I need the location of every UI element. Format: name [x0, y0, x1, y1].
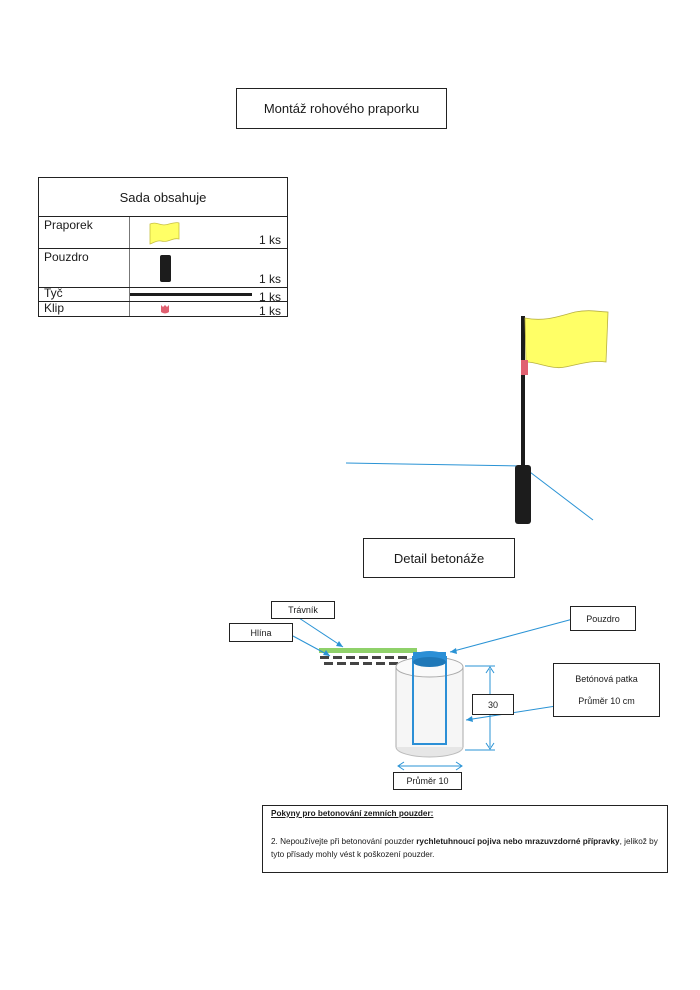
kit-item-qty: 1 ks	[258, 304, 281, 318]
kit-row-divider	[129, 217, 130, 248]
instructions-text-after: , jelikož by tyto přísady mohly vést k p…	[271, 837, 658, 859]
grass-layer	[319, 648, 417, 653]
page-title: Montáž rohového praporku	[236, 88, 447, 129]
kit-item-qty: 1 ks	[258, 290, 281, 304]
detail-title: Detail betonáže	[363, 538, 515, 578]
kit-row-pole: Tyč 1 ks	[39, 286, 287, 304]
label-depth: 30	[472, 694, 514, 715]
ground-sleeve	[515, 465, 531, 524]
black-sleeve-icon	[160, 255, 171, 282]
kit-item-name: Klip	[44, 301, 65, 315]
label-footing-diameter: Průměr 10 cm	[578, 696, 635, 706]
kit-item-name: Pouzdro	[44, 250, 89, 264]
yellow-flag-icon	[149, 222, 180, 245]
instructions-text-bold: rychletuhnoucí pojiva nebo mrazuvzdorné …	[416, 837, 620, 846]
kit-item-qty: 1 ks	[258, 233, 281, 247]
diameter-dimension	[397, 761, 463, 771]
pole-icon	[130, 293, 252, 296]
label-footing: Betónová patka Průměr 10 cm	[553, 663, 660, 717]
flag-cloth	[524, 310, 609, 369]
kit-item-qty: 1 ks	[258, 272, 281, 286]
kit-row-divider	[129, 302, 130, 316]
kit-table-heading: Sada obsahuje	[39, 178, 287, 217]
instructions-heading: Pokyny pro betonování zemních pouzder:	[271, 809, 434, 818]
instructions-box: Pokyny pro betonování zemních pouzder: 2…	[262, 805, 668, 873]
instructions-text: 2. Nepoužívejte při betonování pouzder r…	[271, 836, 662, 861]
kit-row-divider	[129, 288, 130, 301]
flag-clip	[521, 360, 528, 375]
kit-row-flag: Praporek 1 ks	[39, 217, 287, 249]
kit-row-clip: Klip 1 ks	[39, 301, 287, 318]
red-clip-icon	[161, 305, 169, 314]
instructions-text-before: 2. Nepoužívejte při betonování pouzder	[271, 837, 417, 846]
concrete-footing	[395, 656, 464, 758]
flag-pole	[521, 316, 525, 471]
label-diameter: Průměr 10	[393, 772, 462, 790]
label-soil: Hlína	[229, 623, 293, 642]
kit-row-divider	[129, 249, 130, 287]
leader-arrowheads	[323, 641, 473, 722]
ground-line-left	[345, 462, 523, 467]
kit-item-name: Tyč	[44, 286, 63, 300]
kit-row-sleeve: Pouzdro 1 ks	[39, 249, 287, 288]
kit-table: Sada obsahuje Praporek 1 ks Pouzdro 1 ks…	[38, 177, 288, 318]
kit-item-name: Praporek	[44, 218, 93, 232]
label-footing-name: Betónová patka	[575, 674, 638, 684]
ground-line-right	[521, 465, 594, 521]
label-grass: Trávník	[271, 601, 335, 619]
label-sleeve: Pouzdro	[570, 606, 636, 631]
